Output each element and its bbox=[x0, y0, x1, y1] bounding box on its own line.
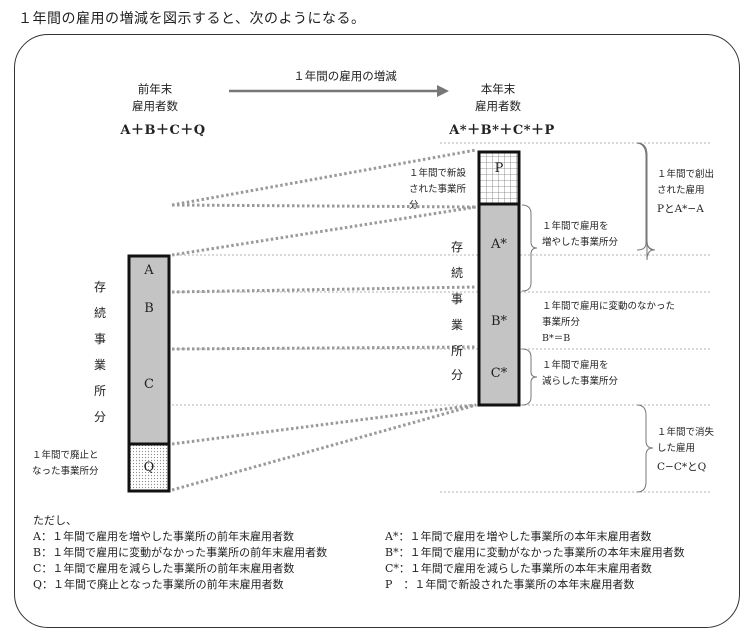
right-bar-P: P bbox=[494, 161, 504, 176]
right-vertical-0: 存 bbox=[450, 240, 463, 254]
page-heading: １年間の雇用の増減を図示すると、次のようになる。 bbox=[18, 11, 366, 27]
left-bar-B: B bbox=[144, 301, 154, 316]
legend-right: A*：１年間で雇用を増やした事業所の本年末雇用者数 B*：１年間で雇用に変動がな… bbox=[385, 529, 685, 593]
note-created-jobs: １年間で創出 された雇用 PとA*−A bbox=[657, 169, 715, 215]
left-vertical-5: 分 bbox=[93, 410, 106, 424]
arrow-label: １年間の雇用の増減 bbox=[293, 69, 397, 83]
right-vertical-1: 続 bbox=[450, 266, 463, 280]
legend-right-item: C*：１年間で雇用を減らした事業所の本年末雇用者数 bbox=[385, 562, 652, 575]
legend-left-item: B：１年間で雇用に変動がなかった事業所の前年末雇用者数 bbox=[33, 546, 328, 559]
left-vertical-0: 存 bbox=[93, 280, 106, 294]
guide-lines bbox=[168, 142, 710, 493]
right-bar-A: A* bbox=[491, 237, 507, 252]
left-bar-C: C bbox=[144, 377, 154, 392]
left-bar-Q: Q bbox=[143, 460, 155, 475]
right-bar bbox=[477, 150, 521, 407]
right-bar-B: B* bbox=[490, 314, 508, 329]
left-bar-A: A bbox=[144, 263, 154, 278]
left-vertical-2: 事 bbox=[93, 332, 106, 346]
curr-formula: A*＋B*＋C*＋P bbox=[449, 123, 555, 138]
prev-formula: A＋B＋C＋Q bbox=[120, 123, 206, 138]
note-closed-establishments: １年間で廃止と なった事業所分 bbox=[32, 450, 99, 477]
left-vertical-1: 続 bbox=[93, 306, 106, 320]
right-vertical-5: 分 bbox=[450, 368, 463, 382]
note-decreased: １年間で雇用を 減らした事業所分 bbox=[542, 360, 619, 387]
curr-year-label: 本年末 雇用者数 bbox=[475, 82, 521, 113]
legend-right-item: A*：１年間で雇用を増やした事業所の本年末雇用者数 bbox=[385, 530, 652, 543]
right-bar-C: C* bbox=[490, 366, 508, 381]
legend-right-item: B*：１年間で雇用に変動がなかった事業所の本年末雇用者数 bbox=[385, 546, 685, 559]
note-increased: １年間で雇用を 増やした事業所分 bbox=[542, 221, 619, 248]
note-new-establishments: １年間で新設 された事業所分 bbox=[409, 168, 467, 211]
note-unchanged: １年間で雇用に変動のなかった 事業所分 B*＝B bbox=[542, 301, 676, 344]
legend-right-item: P ：１年間で新設された事業所の本年末雇用者数 bbox=[385, 578, 635, 591]
legend-left-item: C：１年間で雇用を減らした事業所の前年末雇用者数 bbox=[33, 562, 295, 575]
right-vertical-4: 所 bbox=[450, 344, 463, 358]
diagram-frame bbox=[14, 34, 740, 628]
left-vertical-3: 業 bbox=[93, 358, 106, 372]
left-bar bbox=[127, 254, 171, 493]
header-arrow bbox=[229, 85, 449, 97]
braces bbox=[521, 142, 656, 493]
legend-left-item: A：１年間で雇用を増やした事業所の前年末雇用者数 bbox=[33, 530, 294, 543]
note-lost-jobs: １年間で消失 した雇用 C−C*とQ bbox=[657, 427, 715, 473]
prev-year-label: 前年末 雇用者数 bbox=[132, 82, 178, 113]
legend-left-item: Q：１年間で廃止となった事業所の前年末雇用者数 bbox=[33, 578, 284, 591]
connector-lines bbox=[171, 148, 477, 492]
right-vertical-2: 事 bbox=[450, 292, 463, 306]
left-vertical-4: 所 bbox=[93, 384, 106, 398]
right-vertical-3: 業 bbox=[450, 318, 463, 332]
legend-left: A：１年間で雇用を増やした事業所の前年末雇用者数 B：１年間で雇用に変動がなかっ… bbox=[33, 529, 327, 593]
legend-intro: ただし、 bbox=[33, 514, 77, 527]
